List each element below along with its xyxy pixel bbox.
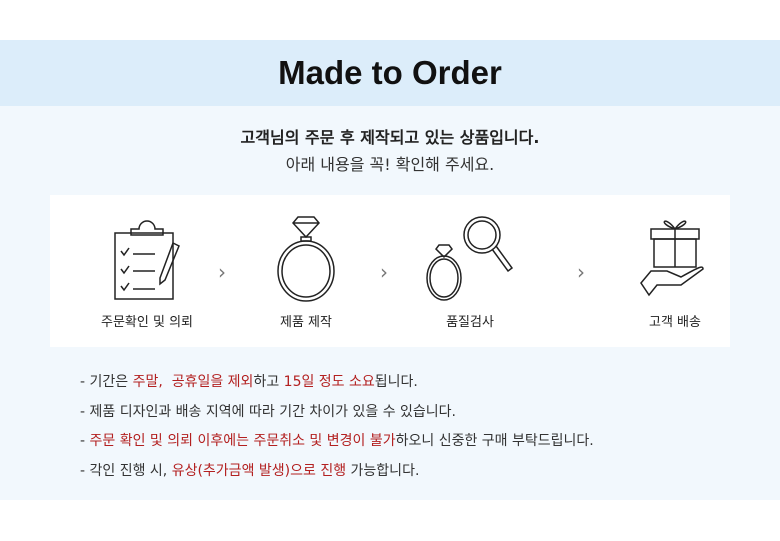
- chevron-right-icon: ›: [218, 260, 226, 284]
- chevron-right-icon: ›: [577, 260, 585, 284]
- notice-list: - 기간은 주말, 공휴일을 제외하고 15일 정도 소요됩니다. - 제품 디자…: [80, 368, 594, 486]
- diamond-ring-icon: [277, 216, 335, 302]
- notice-text: - 각인 진행 시,: [80, 462, 172, 479]
- step-delivery: 고객 배송: [600, 213, 750, 330]
- intro-subtext: 아래 내용을 꼭! 확인해 주세요.: [285, 155, 495, 174]
- chevron-right-icon: ›: [380, 260, 388, 284]
- header-band: Made to Order: [0, 40, 780, 106]
- notice-text: 가능합니다.: [346, 462, 420, 479]
- process-steps: 주문확인 및 의뢰 › 제품 제작 › 품질검사 › 고객 배송: [50, 195, 730, 347]
- highlight-text: 15일 정도 소요: [283, 374, 375, 390]
- step-production: 제품 제작: [231, 213, 381, 330]
- notice-item: - 제품 디자인과 배송 지역에 따라 기간 차이가 있을 수 있습니다.: [80, 398, 594, 428]
- page-title: Made to Order: [278, 54, 502, 91]
- notice-text: - 제품 디자인과 배송 지역에 따라 기간 차이가 있을 수 있습니다.: [80, 403, 457, 420]
- intro-heading: 고객님의 주문 후 제작되고 있는 상품입니다.: [240, 128, 540, 147]
- gift-hand-icon: [640, 220, 704, 297]
- highlight-text: 유상(추가금액 발생)으로 진행: [171, 462, 347, 479]
- notice-text: 하오니 신중한 구매 부탁드립니다.: [395, 433, 594, 449]
- step-label: 주문확인 및 의뢰: [101, 315, 193, 330]
- notice-item: - 주문 확인 및 의뢰 이후에는 주문취소 및 변경이 불가하오니 신중한 구…: [80, 427, 594, 457]
- step-order: 주문확인 및 의뢰: [72, 213, 222, 330]
- notice-item: - 기간은 주말, 공휴일을 제외하고 15일 정도 소요됩니다.: [80, 368, 594, 398]
- step-label: 품질검사: [446, 315, 494, 330]
- notice-text: -: [80, 433, 90, 449]
- highlight-text: 주말, 공휴일을 제외: [132, 374, 254, 390]
- highlight-text: 주문 확인 및 의뢰 이후에는 주문취소 및 변경이 불가: [89, 433, 396, 449]
- notice-text: 됩니다.: [374, 374, 418, 390]
- step-label: 고객 배송: [649, 315, 701, 330]
- notice-text: 하고: [253, 374, 284, 390]
- magnifier-ring-icon: [426, 216, 514, 301]
- notice-text: - 기간은: [80, 374, 133, 390]
- clipboard-checklist-icon: [114, 220, 180, 300]
- step-inspection: 품질검사: [395, 213, 545, 330]
- step-label: 제품 제작: [280, 315, 332, 330]
- notice-item: - 각인 진행 시, 유상(추가금액 발생)으로 진행 가능합니다.: [80, 457, 594, 487]
